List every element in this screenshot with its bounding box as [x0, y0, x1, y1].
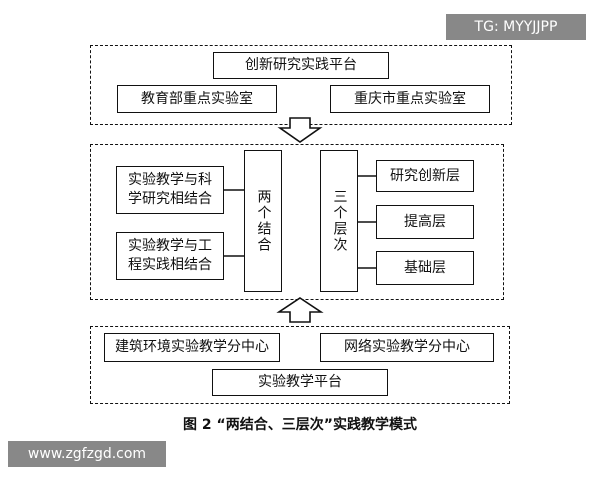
- two-combos-box: 两个结合: [244, 150, 282, 292]
- watermark-top: TG: MYYJJPP: [446, 14, 586, 40]
- basic-level-box: 基础层: [376, 251, 474, 285]
- research-innovation-level-box: 研究创新层: [376, 160, 474, 192]
- down-block-arrow: [277, 117, 323, 143]
- innovation-platform-box: 创新研究实践平台: [213, 52, 389, 79]
- chongqing-lab-box: 重庆市重点实验室: [330, 85, 490, 113]
- up-block-arrow: [276, 297, 324, 323]
- figure-caption: 图 2 “两结合、三层次”实践教学模式: [183, 417, 417, 433]
- two-combos-label: 两个结合: [255, 189, 272, 253]
- bottom-platform-group: [90, 326, 510, 404]
- three-levels-box: 三个层次: [320, 150, 358, 292]
- improvement-level-box: 提高层: [376, 205, 474, 239]
- network-center-box: 网络实验教学分中心: [320, 333, 494, 362]
- teaching-engineering-box: 实验教学与工程实践相结合: [116, 232, 224, 280]
- building-env-center-box: 建筑环境实验教学分中心: [104, 333, 280, 362]
- moe-lab-box: 教育部重点实验室: [117, 85, 277, 113]
- teaching-research-box: 实验教学与科学研究相结合: [116, 166, 224, 214]
- watermark-bottom: www.zgfzgd.com: [8, 441, 166, 467]
- three-levels-label: 三个层次: [331, 189, 348, 253]
- teaching-platform-box: 实验教学平台: [212, 369, 388, 396]
